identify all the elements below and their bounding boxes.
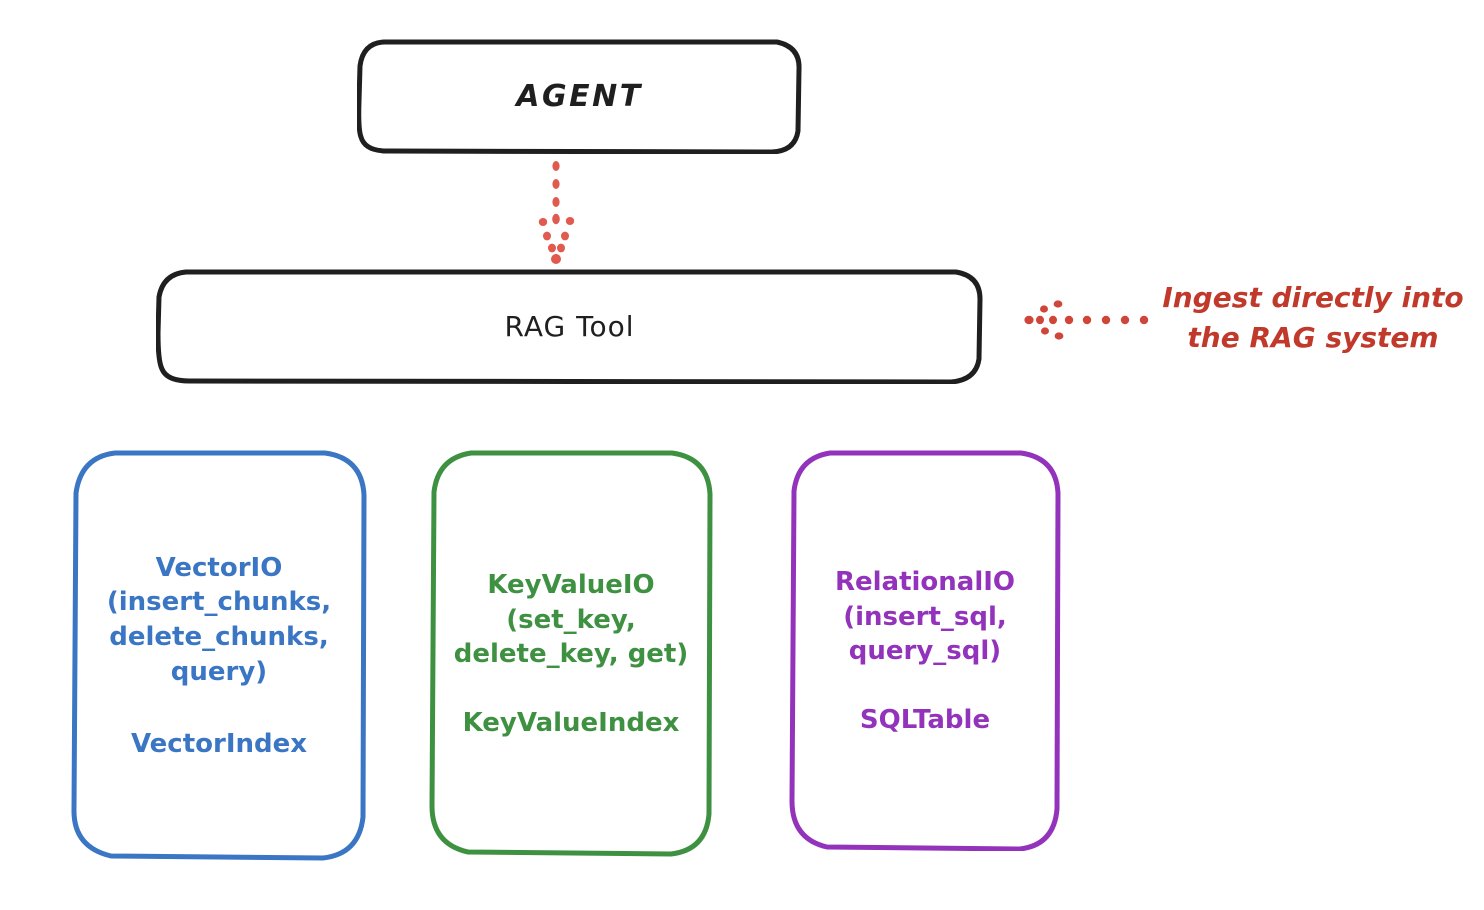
node-key-value-io[interactable]: KeyValueIO (set_key, delete_key, get) Ke…: [429, 449, 713, 857]
node-agent-label: AGENT: [516, 78, 643, 114]
node-rag-tool[interactable]: RAG Tool: [156, 269, 983, 384]
node-vector-io[interactable]: VectorIO (insert_chunks, delete_chunks, …: [71, 449, 367, 861]
node-key-value-io-index: KeyValueIndex: [462, 707, 680, 738]
node-vector-io-api: VectorIO (insert_chunks, delete_chunks, …: [106, 552, 332, 687]
node-rag-tool-label: RAG Tool: [504, 310, 635, 343]
node-relational-io[interactable]: RelationalIO (insert_sql, query_sql) SQL…: [789, 449, 1061, 851]
agent-to-rag-tool-arrow: [538, 161, 575, 264]
node-relational-io-index: SQLTable: [859, 704, 991, 735]
annotation-ingest-directly: Ingest directly into the RAG system: [1162, 281, 1464, 354]
node-vector-io-index: VectorIndex: [130, 729, 308, 760]
ingest-to-rag-tool-arrow: [1024, 300, 1149, 340]
node-relational-io-api: RelationalIO (insert_sql, query_sql): [834, 567, 1016, 667]
node-key-value-io-api: KeyValueIO (set_key, delete_key, get): [453, 570, 689, 670]
node-agent[interactable]: AGENT: [357, 39, 802, 154]
